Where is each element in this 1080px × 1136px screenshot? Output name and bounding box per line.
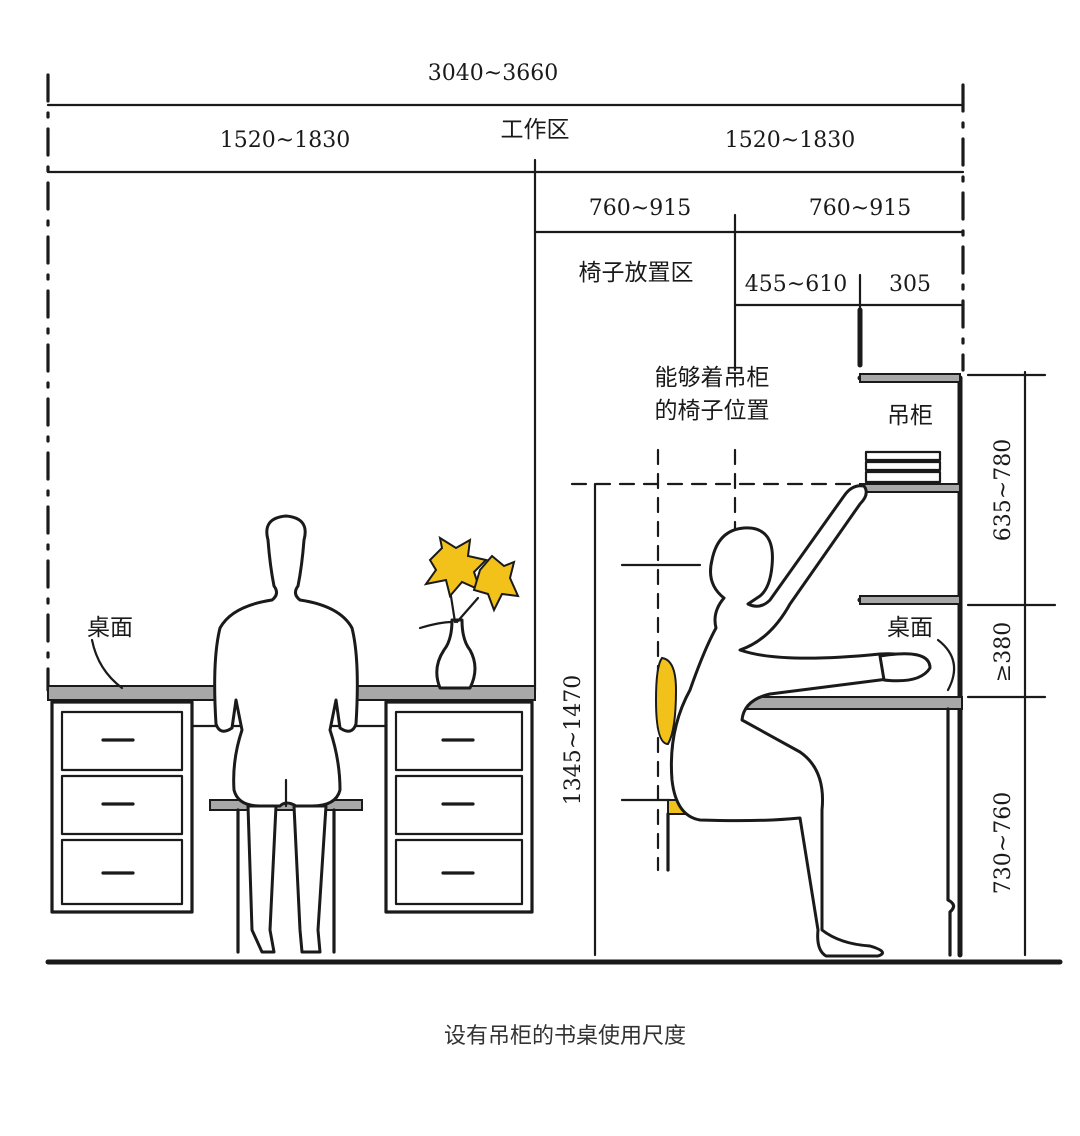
person-reaching — [669, 484, 932, 958]
label-reach-chair-line1: 能够着吊柜 — [655, 365, 770, 391]
dim-cabinet-height: 635~780 — [991, 439, 1016, 541]
flower-vase — [418, 535, 520, 690]
dim-left-half: 1520~1830 — [220, 128, 350, 153]
flower-icon — [423, 535, 488, 599]
dimension-lines — [46, 73, 1057, 957]
label-reach-chair-line2: 的椅子位置 — [655, 398, 770, 424]
label-desktop-right: 桌面 — [887, 615, 933, 641]
dim-knee-depth: 455~610 — [745, 272, 847, 297]
label-cabinet: 吊柜 — [887, 403, 933, 429]
label-chair-zone: 椅子放置区 — [579, 260, 694, 286]
label-desktop-left: 桌面 — [87, 615, 133, 641]
dim-total-width: 3040~3660 — [428, 61, 558, 86]
dim-desk-height: 730~760 — [991, 792, 1016, 894]
label-work-zone: 工作区 — [501, 117, 570, 143]
dim-chair-zone: 760~915 — [589, 196, 691, 221]
dim-right-half: 1520~1830 — [725, 128, 855, 153]
diagram-caption: 设有吊柜的书桌使用尺度 — [444, 1024, 686, 1049]
right-desktop — [729, 696, 963, 710]
stool — [209, 799, 363, 954]
person-back-view — [213, 514, 359, 954]
book-icon — [864, 450, 942, 462]
dim-reach-zone: 760~915 — [809, 196, 911, 221]
dim-reach-height: 1345~1470 — [561, 675, 586, 805]
dim-cabinet-depth: 305 — [889, 272, 931, 297]
dim-desk-to-cabinet: ≥380 — [991, 622, 1016, 682]
